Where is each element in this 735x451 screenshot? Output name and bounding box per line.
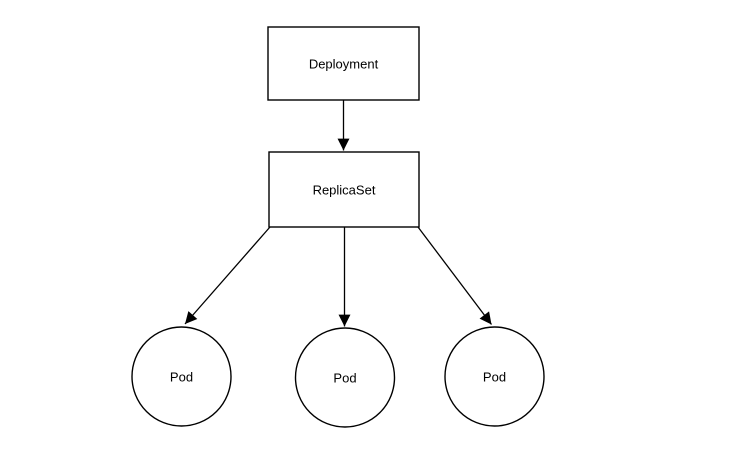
pod-left-label: Pod <box>170 370 193 385</box>
pod-middle-circle[interactable] <box>294 327 396 428</box>
edge-replicaset-to-pod-right <box>417 226 493 325</box>
pod-middle-label: Pod <box>333 371 356 386</box>
pod-right-circle[interactable] <box>444 326 545 427</box>
node-pod-right[interactable]: Pod <box>444 326 545 427</box>
replicaset-label: ReplicaSet <box>313 183 376 198</box>
deployment-label: Deployment <box>309 57 379 72</box>
pod-left-circle[interactable] <box>131 326 232 427</box>
node-pod-middle[interactable]: Pod <box>294 327 396 428</box>
deployment-box[interactable] <box>267 26 420 101</box>
node-replicaset[interactable]: ReplicaSet <box>268 151 420 228</box>
node-deployment[interactable]: Deployment <box>267 26 420 101</box>
node-pod-left[interactable]: Pod <box>131 326 232 427</box>
replicaset-box[interactable] <box>268 151 420 228</box>
edge-replicaset-to-pod-left <box>184 226 271 325</box>
pod-right-label: Pod <box>483 370 506 385</box>
